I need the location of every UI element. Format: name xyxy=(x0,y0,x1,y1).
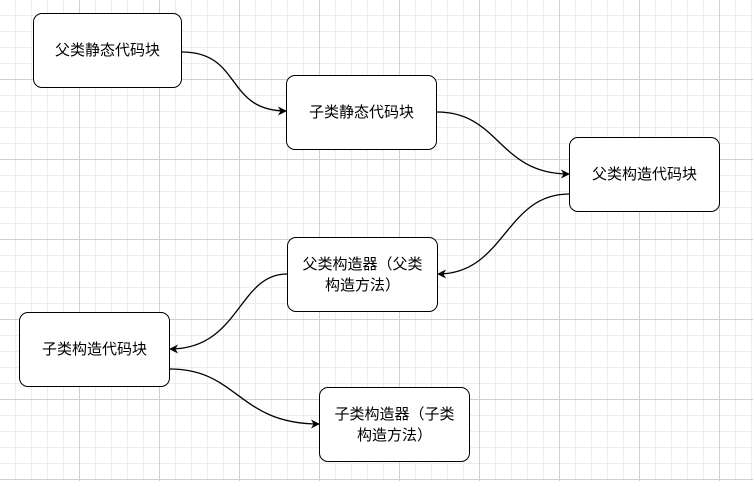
node-label: 子类构造器（子类构造方法） xyxy=(334,404,455,444)
node-label: 父类构造代码块 xyxy=(591,165,697,183)
node-label: 父类构造器（父类构造方法） xyxy=(302,254,423,294)
edge-n5-n6[interactable] xyxy=(169,368,320,429)
node-label: 子类构造代码块 xyxy=(41,340,147,358)
node-label: 子类静态代码块 xyxy=(308,103,414,121)
edge-n1-n2[interactable] xyxy=(181,51,287,116)
node-parent-constructor[interactable]: 父类构造器（父类构造方法） xyxy=(287,237,438,312)
node-parent-instance-block[interactable]: 父类构造代码块 xyxy=(569,137,720,212)
node-child-static-block[interactable]: 子类静态代码块 xyxy=(286,75,437,150)
node-parent-static-block[interactable]: 父类静态代码块 xyxy=(33,13,182,88)
edge-n2-n3[interactable] xyxy=(436,111,570,179)
node-label: 父类静态代码块 xyxy=(54,41,160,59)
edge-n4-n5[interactable] xyxy=(169,273,288,354)
node-child-constructor[interactable]: 子类构造器（子类构造方法） xyxy=(319,387,470,462)
edge-n3-n4[interactable] xyxy=(437,193,570,279)
node-child-instance-block[interactable]: 子类构造代码块 xyxy=(19,312,170,387)
